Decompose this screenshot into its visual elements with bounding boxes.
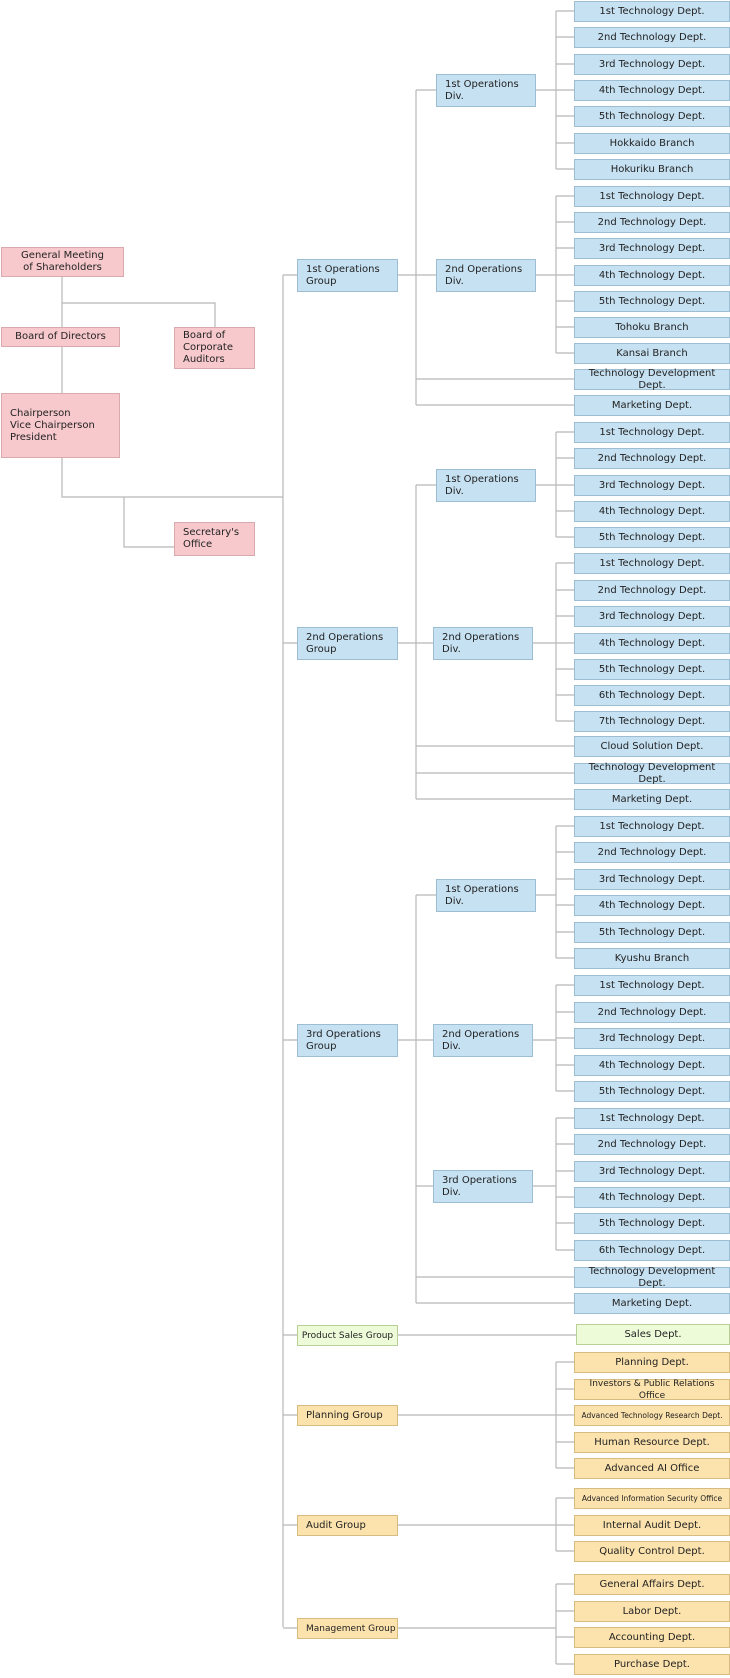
secretarys-office-box: Secretary's Office (174, 522, 255, 556)
general-meeting-of-shareholders-box: General Meeting of Shareholders (1, 247, 124, 277)
g3-d1-dept-2: 2nd Technology Dept. (574, 842, 730, 863)
g3-div-3rd-operations: 3rd Operations Div. (433, 1170, 533, 1203)
chairperson-president-box: Chairperson Vice Chairperson President (1, 393, 120, 458)
g3-marketing-dept: Marketing Dept. (574, 1293, 730, 1314)
advanced-technology-research-dept: Advanced Technology Research Dept. (574, 1405, 730, 1426)
group-2nd-operations: 2nd Operations Group (297, 627, 398, 660)
group-product-sales: Product Sales Group (297, 1325, 398, 1346)
g3-d2-dept-1: 1st Technology Dept. (574, 975, 730, 996)
g3-d2-dept-5: 5th Technology Dept. (574, 1081, 730, 1102)
g3-d2-dept-4: 4th Technology Dept. (574, 1055, 730, 1076)
g3-technology-development-dept: Technology Development Dept. (574, 1266, 730, 1289)
advanced-information-security-office: Advanced Information Security Office (574, 1488, 730, 1509)
g2-d1-dept-3: 3rd Technology Dept. (574, 475, 730, 496)
human-resource-dept: Human Resource Dept. (574, 1432, 730, 1453)
g1-d2-kansai-branch: Kansai Branch (574, 343, 730, 364)
g3-d1-kyushu-branch: Kyushu Branch (574, 948, 730, 969)
board-of-corporate-auditors-box: Board of Corporate Auditors (174, 327, 255, 369)
board-of-directors-box: Board of Directors (1, 327, 120, 347)
quality-control-dept: Quality Control Dept. (574, 1541, 730, 1562)
internal-audit-dept: Internal Audit Dept. (574, 1515, 730, 1536)
g1-d2-dept-2: 2nd Technology Dept. (574, 212, 730, 233)
g1-d2-dept-1: 1st Technology Dept. (574, 186, 730, 207)
g1-d1-hokkaido-branch: Hokkaido Branch (574, 133, 730, 154)
sales-dept: Sales Dept. (576, 1324, 730, 1345)
g2-div-1st-operations: 1st Operations Div. (436, 469, 536, 502)
g1-div-2nd-operations: 2nd Operations Div. (436, 259, 536, 292)
g1-d1-dept-2: 2nd Technology Dept. (574, 27, 730, 48)
g2-d2-dept-4: 4th Technology Dept. (574, 633, 730, 654)
g2-d2-dept-5: 5th Technology Dept. (574, 659, 730, 680)
g3-d2-dept-2: 2nd Technology Dept. (574, 1002, 730, 1023)
g2-cloud-solution-dept: Cloud Solution Dept. (574, 736, 730, 757)
general-affairs-dept: General Affairs Dept. (574, 1574, 730, 1595)
g2-d1-dept-2: 2nd Technology Dept. (574, 448, 730, 469)
g1-d1-dept-4: 4th Technology Dept. (574, 80, 730, 101)
g3-d3-dept-3: 3rd Technology Dept. (574, 1161, 730, 1182)
advanced-ai-office: Advanced AI Office (574, 1458, 730, 1479)
g2-marketing-dept: Marketing Dept. (574, 789, 730, 810)
g3-div-1st-operations: 1st Operations Div. (436, 879, 536, 912)
g2-d2-dept-7: 7th Technology Dept. (574, 711, 730, 732)
group-3rd-operations: 3rd Operations Group (297, 1024, 398, 1057)
g1-marketing-dept: Marketing Dept. (574, 395, 730, 416)
g2-div-2nd-operations: 2nd Operations Div. (433, 627, 533, 660)
g3-d3-dept-6: 6th Technology Dept. (574, 1240, 730, 1261)
g3-d1-dept-1: 1st Technology Dept. (574, 816, 730, 837)
g2-d1-dept-4: 4th Technology Dept. (574, 501, 730, 522)
g3-d3-dept-2: 2nd Technology Dept. (574, 1134, 730, 1155)
g1-d2-dept-5: 5th Technology Dept. (574, 291, 730, 312)
g3-d3-dept-4: 4th Technology Dept. (574, 1187, 730, 1208)
g2-d2-dept-1: 1st Technology Dept. (574, 553, 730, 574)
g1-technology-development-dept: Technology Development Dept. (574, 368, 730, 391)
g2-technology-development-dept: Technology Development Dept. (574, 762, 730, 785)
group-audit: Audit Group (297, 1515, 398, 1536)
g1-d1-hokuriku-branch: Hokuriku Branch (574, 159, 730, 180)
g2-d1-dept-1: 1st Technology Dept. (574, 422, 730, 443)
g1-d1-dept-1: 1st Technology Dept. (574, 1, 730, 22)
group-planning: Planning Group (297, 1405, 398, 1426)
purchase-dept: Purchase Dept. (574, 1654, 730, 1675)
g1-d2-tohoku-branch: Tohoku Branch (574, 317, 730, 338)
g3-d1-dept-5: 5th Technology Dept. (574, 922, 730, 943)
g2-d2-dept-3: 3rd Technology Dept. (574, 606, 730, 627)
g1-d2-dept-4: 4th Technology Dept. (574, 265, 730, 286)
g1-d1-dept-5: 5th Technology Dept. (574, 106, 730, 127)
g1-d2-dept-3: 3rd Technology Dept. (574, 238, 730, 259)
g3-d1-dept-3: 3rd Technology Dept. (574, 869, 730, 890)
g3-d1-dept-4: 4th Technology Dept. (574, 895, 730, 916)
group-1st-operations: 1st Operations Group (297, 259, 398, 292)
g1-div-1st-operations: 1st Operations Div. (436, 74, 536, 107)
g1-d1-dept-3: 3rd Technology Dept. (574, 54, 730, 75)
g3-div-2nd-operations: 2nd Operations Div. (433, 1024, 533, 1057)
investors-public-relations-office: Investors & Public Relations Office (574, 1379, 730, 1401)
planning-dept: Planning Dept. (574, 1352, 730, 1373)
accounting-dept: Accounting Dept. (574, 1627, 730, 1648)
group-management: Management Group (297, 1618, 398, 1639)
g2-d1-dept-5: 5th Technology Dept. (574, 527, 730, 548)
g3-d3-dept-1: 1st Technology Dept. (574, 1108, 730, 1129)
g2-d2-dept-6: 6th Technology Dept. (574, 685, 730, 706)
g3-d3-dept-5: 5th Technology Dept. (574, 1213, 730, 1234)
g2-d2-dept-2: 2nd Technology Dept. (574, 580, 730, 601)
g3-d2-dept-3: 3rd Technology Dept. (574, 1028, 730, 1049)
labor-dept: Labor Dept. (574, 1601, 730, 1622)
